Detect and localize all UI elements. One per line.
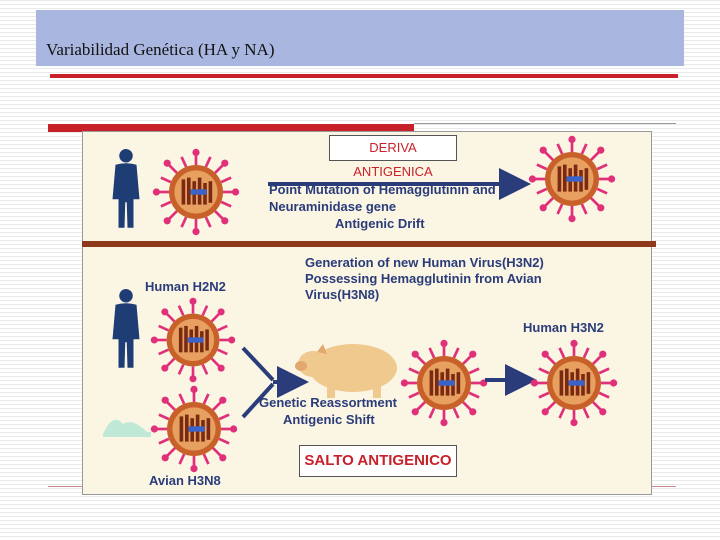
section-divider — [82, 241, 656, 247]
avian-h3n8-label: Avian H3N8 — [149, 473, 221, 488]
bird-icon — [103, 419, 151, 437]
virus-h3n2-icon — [529, 338, 619, 428]
influenza-variation-diagram: Point Mutation of Hemagglutinin and Neur… — [82, 131, 652, 495]
drift-text-line-2: Neuraminidase gene — [269, 199, 396, 214]
merge-arrow-lower — [241, 382, 275, 419]
human-silhouette-icon — [112, 289, 140, 368]
title-underline — [50, 74, 678, 78]
human-h3n2-label: Human H3N2 — [523, 320, 604, 335]
virus-h3n8-icon — [149, 384, 239, 474]
generation-text-line-1: Generation of new Human Virus(H3N2) — [305, 255, 544, 270]
generation-text-line-2: Possessing Hemagglutinin from Avian — [305, 271, 542, 286]
generation-text-line-3: Virus(H3N8) — [305, 287, 379, 302]
deriva-label: DERIVA ANTIGENICA — [329, 135, 457, 179]
virus-h2n2-icon — [149, 296, 237, 384]
drift-text-line-1: Point Mutation of Hemagglutinin and — [269, 182, 496, 197]
pig-icon — [295, 344, 397, 398]
virus-drifted-icon — [527, 134, 617, 224]
shift-text-line-1: Genetic Reassortment — [259, 395, 398, 410]
slide-title: Variabilidad Genética (HA y NA) — [46, 40, 275, 59]
salto-label: SALTO ANTIGENICO — [299, 445, 457, 477]
drift-text-line-3: Antigenic Drift — [335, 216, 425, 231]
merge-arrow-upper — [241, 346, 275, 382]
shift-text-line-2: Antigenic Shift — [283, 412, 375, 427]
virus-h2n2-icon — [151, 147, 241, 237]
virus-reassortant-icon — [399, 338, 489, 428]
human-h2n2-label: Human H2N2 — [145, 279, 226, 294]
human-silhouette-icon — [112, 149, 140, 228]
grey-rule — [414, 123, 676, 124]
red-accent-bar — [48, 124, 414, 132]
title-bar: Variabilidad Genética (HA y NA) — [36, 10, 684, 66]
